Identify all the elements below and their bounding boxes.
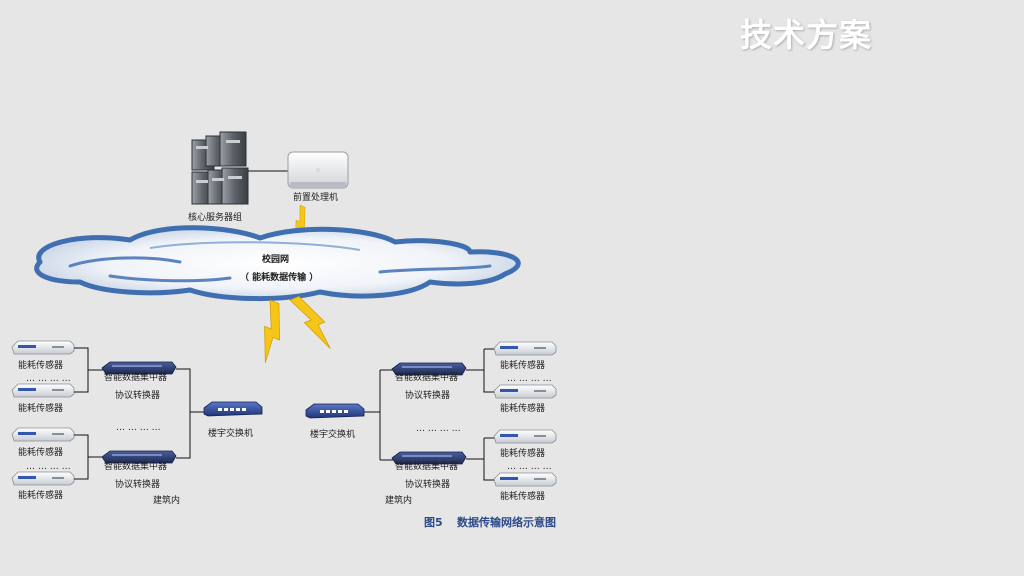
ellipsis-label: … … … … — [507, 462, 552, 472]
sensor-device-icon — [493, 384, 557, 399]
sensor-label: 能耗传感器 — [18, 402, 63, 414]
figure-number: 图5 — [424, 516, 443, 529]
switch-label: 楼宇交换机 — [310, 428, 355, 440]
collector-label: 智能数据集中器 — [104, 460, 167, 472]
ellipsis-label: … … … … — [26, 462, 71, 472]
cloud-icon — [34, 225, 521, 302]
converter-label: 协议转换器 — [115, 478, 160, 490]
ellipsis-label: … … … … — [416, 424, 461, 434]
wireless-link-icon — [247, 299, 293, 365]
sensor-label: 能耗传感器 — [18, 489, 63, 501]
wireless-link-icon — [289, 290, 336, 356]
campus-net-label: 校园网 — [262, 253, 289, 265]
sensor-label: 能耗传感器 — [500, 490, 545, 502]
building-right: 楼宇交换机 智能数据集中器 协议转换器 … … … … 智能数据集中器 协议转换… — [305, 341, 557, 506]
sensor-label: 能耗传感器 — [500, 359, 545, 371]
sensor-label: 能耗传感器 — [18, 446, 63, 458]
sensor-device-icon — [11, 427, 75, 442]
building-switch-icon — [305, 403, 365, 419]
sensor-device-icon — [493, 429, 557, 444]
in-building-label: 建筑内 — [153, 494, 180, 506]
server-group-icon — [191, 131, 249, 205]
campus-net-sublabel: （ 能耗数据传输 ） — [240, 271, 318, 283]
sensor-label: 能耗传感器 — [500, 447, 545, 459]
sensor-device-icon — [493, 341, 557, 356]
ellipsis-label: … … … … — [26, 374, 71, 384]
sensor-device-icon — [11, 340, 75, 355]
converter-label: 协议转换器 — [405, 389, 450, 401]
collector-label: 智能数据集中器 — [395, 460, 458, 472]
converter-label: 协议转换器 — [115, 389, 160, 401]
collector-label: 智能数据集中器 — [395, 371, 458, 383]
sensor-label: 能耗传感器 — [500, 402, 545, 414]
front-processor-label: 前置处理机 — [293, 191, 338, 203]
ellipsis-label: … … … … — [507, 374, 552, 384]
front-processor-icon — [287, 151, 349, 189]
building-switch-icon — [203, 401, 263, 417]
collector-label: 智能数据集中器 — [104, 371, 167, 383]
ellipsis-label: … … … … — [116, 423, 161, 433]
sensor-device-icon — [11, 383, 75, 398]
server-group-label: 核心服务器组 — [188, 211, 242, 223]
in-building-label: 建筑内 — [385, 494, 412, 506]
slide-title: 技术方案 — [740, 16, 873, 54]
sensor-device-icon — [493, 472, 557, 487]
figure-caption: 数据传输网络示意图 — [457, 515, 556, 529]
building-left: 能耗传感器 … … … … 能耗传感器 能耗传感器 … … … … 能耗传感器 … — [11, 340, 263, 506]
sensor-device-icon — [11, 471, 75, 486]
sensor-label: 能耗传感器 — [18, 359, 63, 371]
converter-label: 协议转换器 — [405, 478, 450, 490]
switch-label: 楼宇交换机 — [208, 427, 253, 439]
